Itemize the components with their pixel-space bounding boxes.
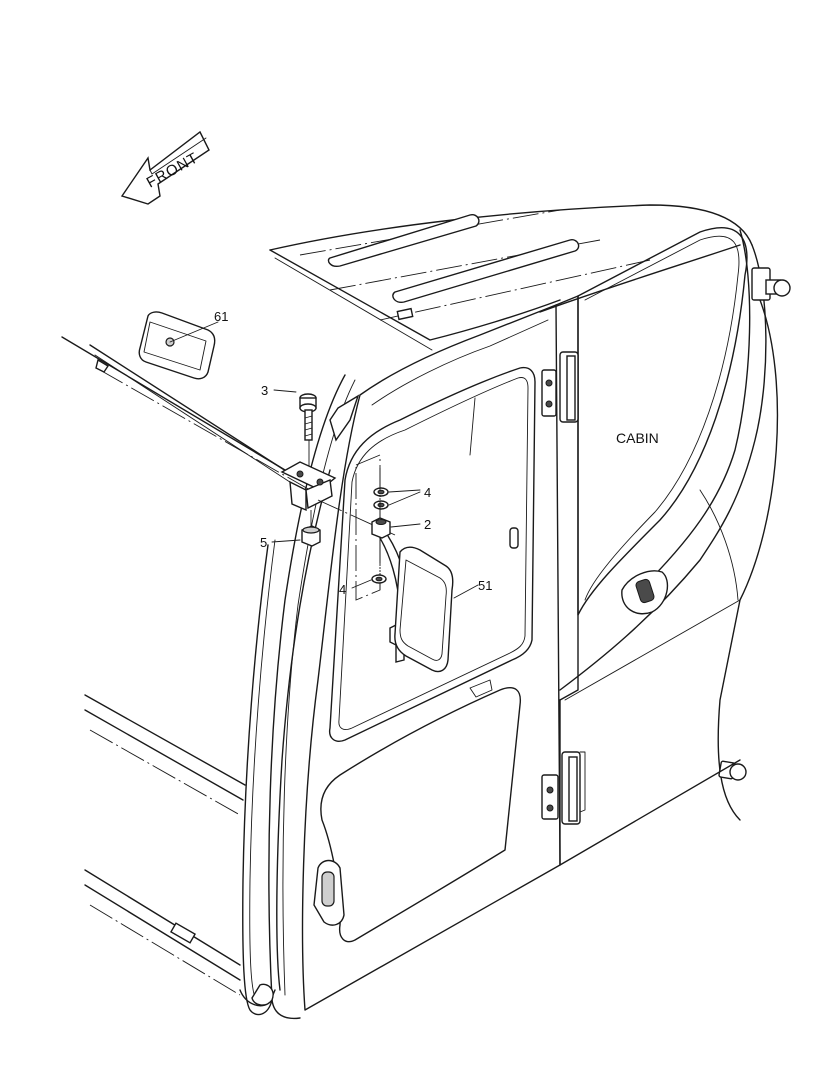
callout-4-lower: 4 [339,582,346,597]
mirror-bracket [280,461,396,536]
cabin-roof [269,204,753,351]
part-61-inner-mirror: 61 [138,309,228,380]
part-5-nut: 5 [260,510,321,550]
cabin-front-side [61,336,311,996]
cabin-front-pillar [239,374,360,1020]
callout-61: 61 [214,309,228,324]
callout-4-upper: 4 [424,485,431,500]
cabin-rear-side: CABIN [559,227,791,821]
callout-2: 2 [424,517,431,532]
cabin-label: CABIN [616,430,659,446]
part-51-outside-mirror: 51 [394,546,492,673]
callout-5: 5 [260,535,267,550]
callout-3: 3 [261,383,268,398]
part-4-lower-washer: 4 [339,574,387,597]
cabin-door [301,295,741,1011]
callout-51: 51 [478,578,492,593]
part-4-upper-washers: 4 [355,454,431,601]
part-3-bolt: 3 [261,383,317,480]
front-direction-arrow: FRONT [120,130,210,205]
